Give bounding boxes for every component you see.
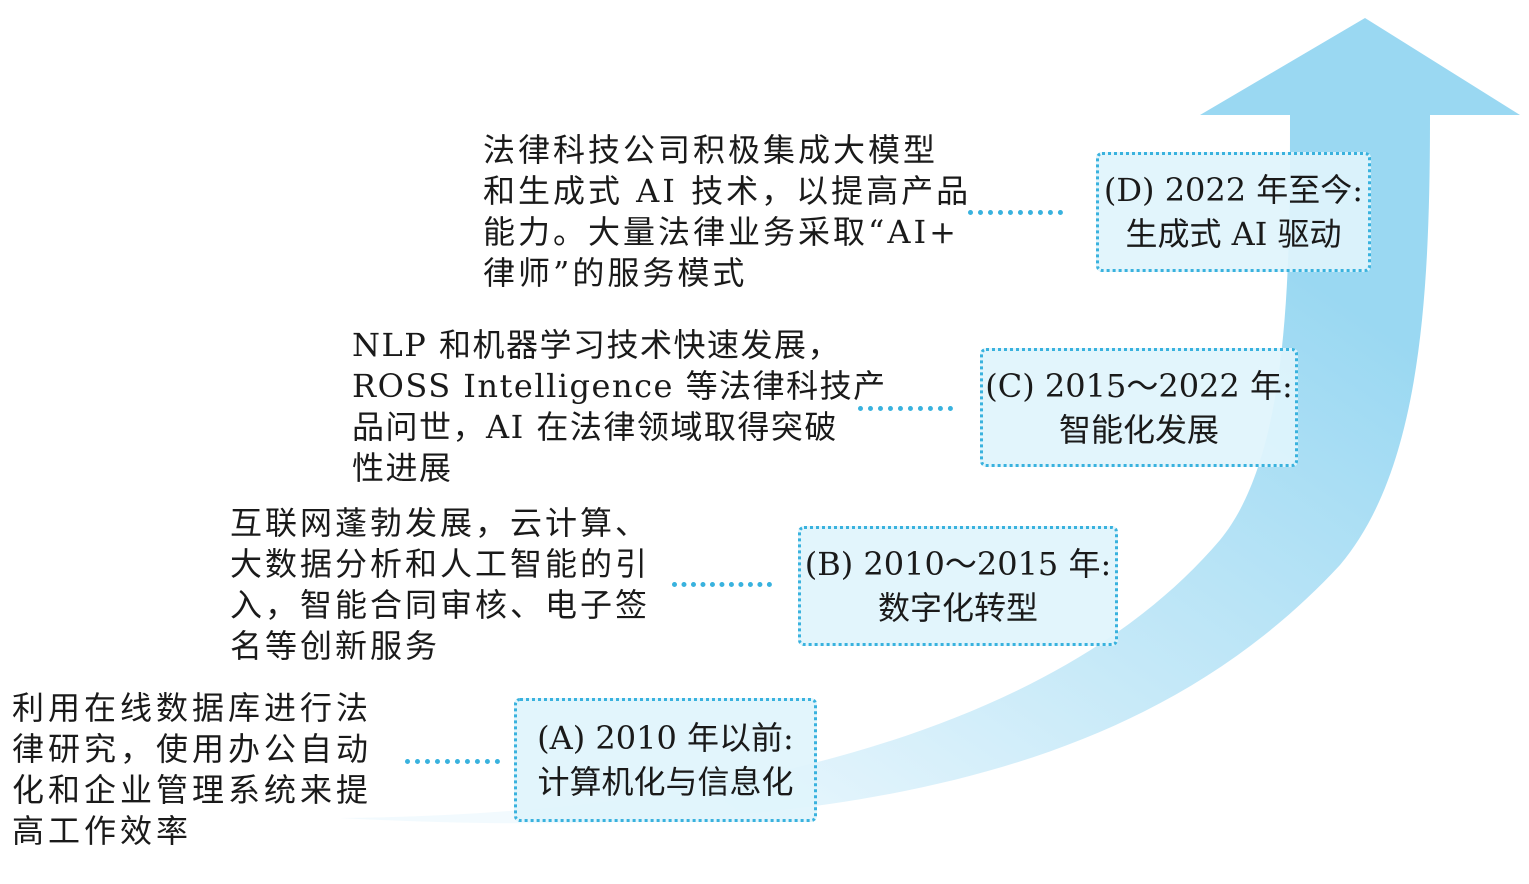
arrow-shape [340,18,1520,824]
stage-c-connector [858,406,953,411]
stage-b-period: (B) 2010～2015 年: [804,545,1112,583]
stage-a-description-line: 化和企业管理系统来提 [12,771,373,809]
stage-a-description-line: 律研究，使用办公自动 [12,730,373,768]
stage-c-description-line: 性进展 [352,449,453,487]
stage-d-description-line: 律师”的服务模式 [483,254,748,292]
stage-d-connector [968,210,1063,215]
stage-c-description-line: NLP 和机器学习技术快速发展， [352,326,841,364]
stage-b-description-line: 入，智能合同审核、电子签 [230,586,651,624]
stage-c-period: (C) 2015～2022 年: [985,366,1293,405]
stage-b-connector [672,582,772,587]
stage-a-description-line: 高工作效率 [12,812,193,850]
stage-c-description-line: 品问世，AI 在法律领域取得突破 [352,408,838,446]
stage-b-box: (B) 2010～2015 年: 数字化转型 [798,526,1118,646]
stage-b-description: 互联网蓬勃发展，云计算、 大数据分析和人工智能的引 入，智能合同审核、电子签 名… [230,503,650,667]
stage-d-period: (D) 2022 年至今: [1103,171,1364,209]
stage-d-title: 生成式 AI 驱动 [1125,215,1342,253]
stage-a-description-line: 利用在线数据库进行法 [12,689,373,727]
stage-c-description: NLP 和机器学习技术快速发展， ROSS Intelligence 等法律科技… [352,325,887,489]
stage-a-description: 利用在线数据库进行法 律研究，使用办公自动 化和企业管理系统来提 高工作效率 [12,688,372,852]
stage-b-title: 数字化转型 [877,589,1038,627]
stage-b-description-line: 互联网蓬勃发展，云计算、 [230,504,651,542]
stage-b-description-line: 大数据分析和人工智能的引 [230,545,651,583]
stage-d-description: 法律科技公司积极集成大模型 和生成式 AI 技术，以提高产品 能力。大量法律业务… [483,130,971,294]
stage-a-period: (A) 2010 年以前: [537,719,794,757]
stage-c-description-line: ROSS Intelligence 等法律科技产 [352,367,887,405]
stage-c-title: 智能化发展 [1058,410,1219,449]
stage-b-description-line: 名等创新服务 [230,627,441,665]
stage-a-title: 计算机化与信息化 [537,763,794,801]
stage-a-box: (A) 2010 年以前: 计算机化与信息化 [514,698,817,822]
stage-c-box: (C) 2015～2022 年: 智能化发展 [980,348,1298,467]
stage-d-description-line: 和生成式 AI 技术，以提高产品 [483,172,972,210]
stage-d-description-line: 能力。大量法律业务采取“AI+ [483,213,959,251]
stage-d-description-line: 法律科技公司积极集成大模型 [483,131,939,169]
stage-a-connector [405,759,500,764]
stage-d-box: (D) 2022 年至今: 生成式 AI 驱动 [1096,152,1371,272]
